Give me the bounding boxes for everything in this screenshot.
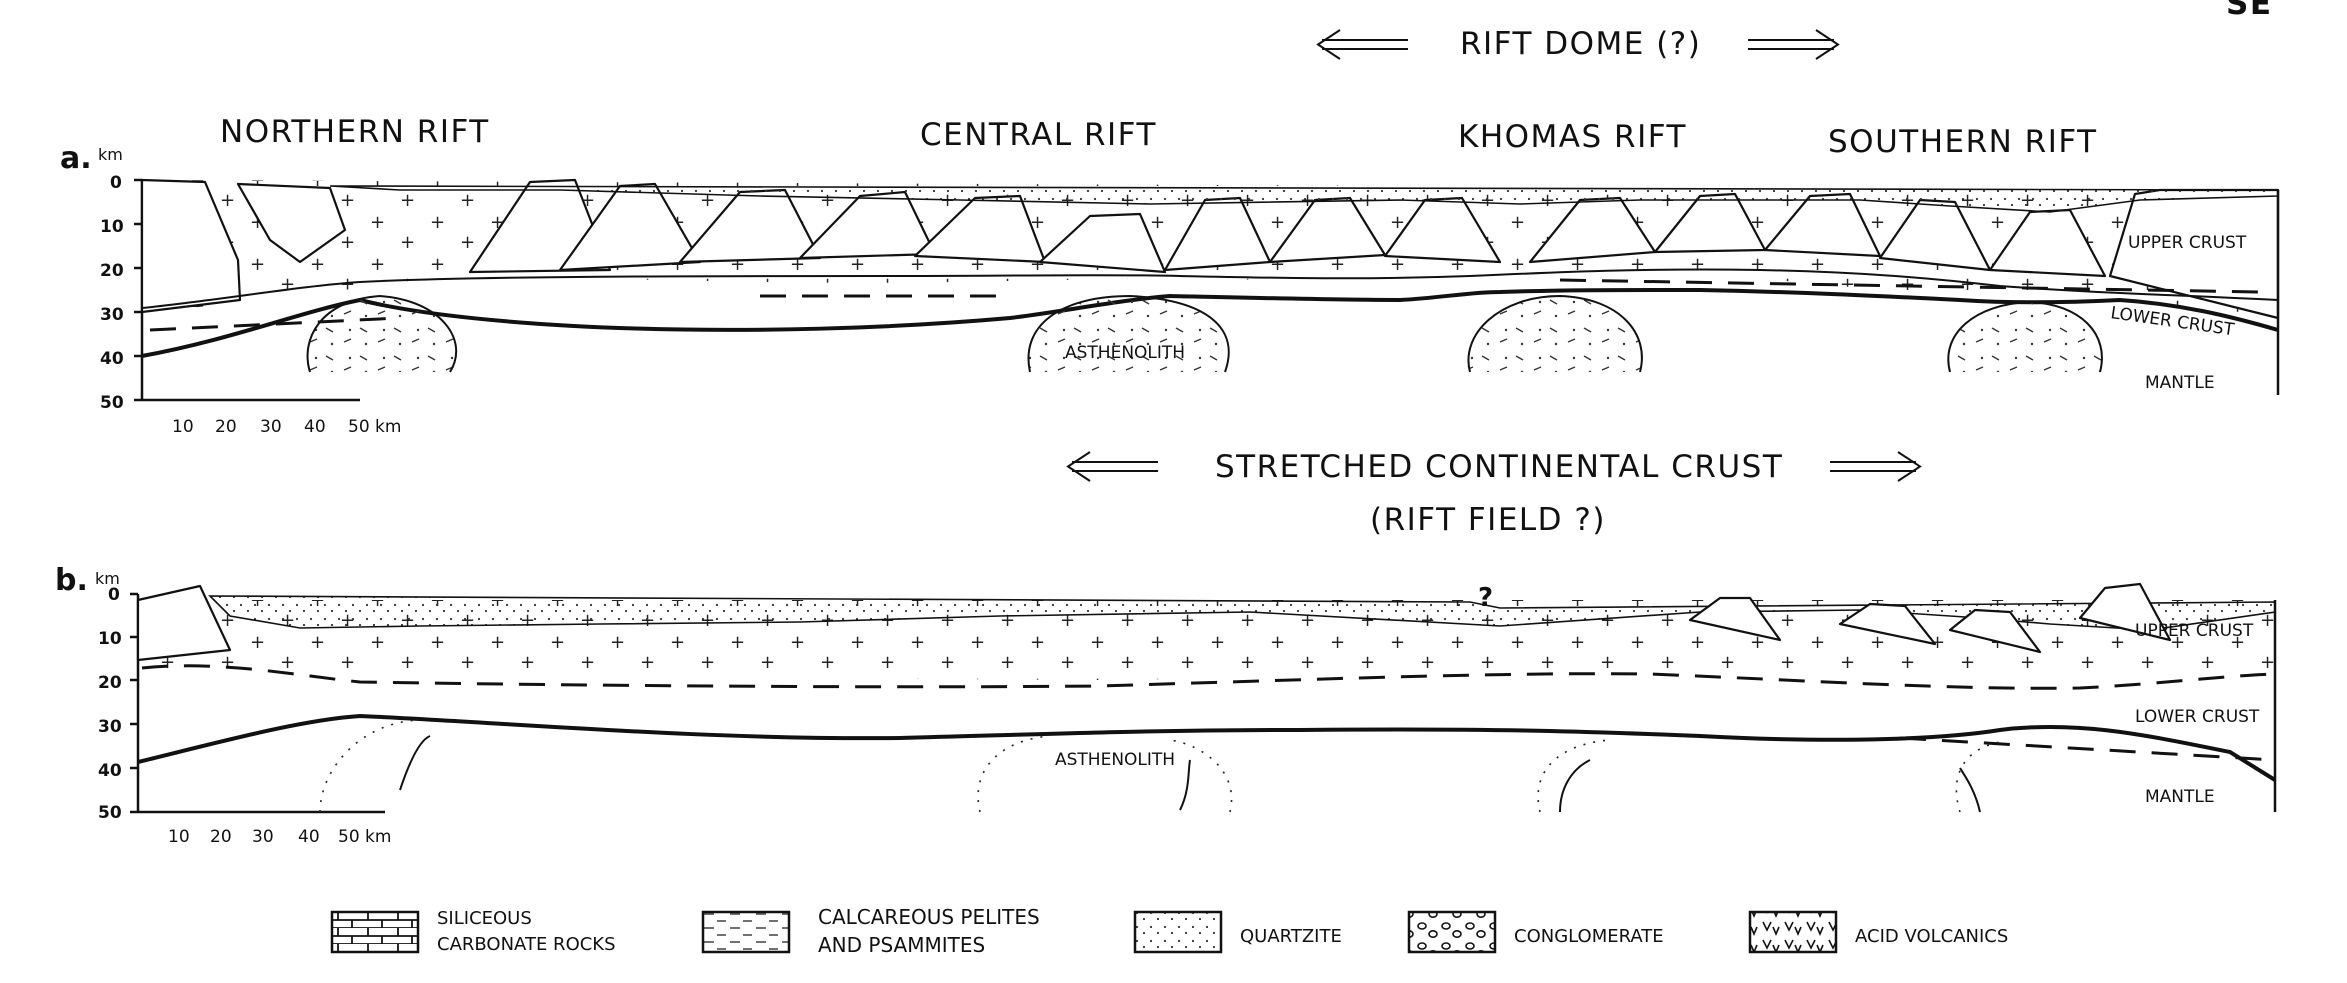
panel-a: NORTHERN RIFT CENTRAL RIFT KHOMAS RIFT S…: [60, 114, 2280, 437]
panel-b-depth-tick-10: 10: [98, 629, 122, 649]
stretched-crust-label: STRETCHED CONTINENTAL CRUST: [1215, 449, 1783, 485]
panel-b-asthenolith-label: ASTHENOLITH: [1055, 750, 1175, 770]
panel-b-depth-tick-30: 30: [98, 717, 122, 737]
panel-a-mantle-label: MANTLE: [2145, 373, 2215, 393]
panel-a-moho: [141, 287, 2279, 358]
panel-b-depth-tick-20: 20: [98, 673, 122, 693]
panel-a-dist-tick-10: 10: [172, 417, 194, 437]
panel-a-asthenolith-3: [1467, 294, 1643, 373]
panel-b-depth-tick-0: 0: [108, 585, 120, 605]
panel-a-sediment-cover: [329, 185, 2279, 213]
panel-b-moho: [137, 713, 2277, 782]
panel-a-depth-tick-10: 10: [100, 217, 124, 237]
rift-title-central: CENTRAL RIFT: [920, 117, 1157, 153]
panel-a-depth-tick-20: 20: [100, 261, 124, 281]
stretched-arrow-right: [1830, 451, 1922, 482]
panel-b: b. km 0 10 20 30 40 50 10 20 30 40 50 km: [55, 563, 2277, 847]
legend-label-line1: CALCAREOUS PELITES: [818, 905, 1040, 929]
panel-a-depth-tick-30: 30: [100, 305, 124, 325]
legend-label-line1: SILICEOUS: [437, 908, 532, 929]
panel-a-dist-tick-40: 40: [304, 417, 326, 437]
panel-a-upper-crust-label: UPPER CRUST: [2128, 233, 2247, 253]
rift-title-southern: SOUTHERN RIFT: [1828, 124, 2098, 160]
panel-a-fault-blocks: [140, 178, 2280, 320]
panel-b-dist-tick-20: 20: [210, 827, 232, 847]
panel-a-asthenolith-label: ASTHENOLITH: [1065, 343, 1185, 363]
panel-a-depth-tick-40: 40: [100, 349, 124, 369]
legend-item-siliceous-carbonate: SILICEOUS CARBONATE ROCKS: [330, 908, 616, 955]
panel-a-depth-tick-0: 0: [110, 173, 122, 193]
legend-swatch-dots: [1133, 910, 1223, 954]
legend: SILICEOUS CARBONATE ROCKS CALCAREOUS PEL…: [330, 905, 2008, 957]
panel-tag-se: SE: [2226, 0, 2273, 22]
rift-title-northern: NORTHERN RIFT: [220, 114, 490, 150]
panel-a-dist-tick-20: 20: [215, 417, 237, 437]
rift-title-khomas: KHOMAS RIFT: [1458, 119, 1687, 155]
panel-a-midcrust-dash-right: [1559, 278, 2261, 294]
legend-swatch-carets: [1748, 910, 1838, 954]
panel-b-upper-lower-boundary: [141, 664, 2276, 690]
legend-item-calcareous-pelites: CALCAREOUS PELITES AND PSAMMITES: [701, 905, 1040, 957]
panel-a-unit: km: [98, 145, 123, 164]
panel-a-asthenolith-2: [1027, 294, 1230, 373]
panel-a-dist-tick-50: 50 km: [348, 417, 401, 437]
panel-b-depth-tick-50: 50: [98, 803, 122, 823]
panel-b-dist-tick-10: 10: [168, 827, 190, 847]
panel-b-dist-tick-40: 40: [298, 827, 320, 847]
panel-b-depth-tick-40: 40: [98, 761, 122, 781]
legend-item-acid-volcanics: ACID VOLCANICS: [1748, 910, 2008, 954]
panel-b-depth-ticks: [130, 592, 138, 814]
panel-b-mantle-dash: [1899, 736, 2276, 762]
stretched-arrow-left: [1066, 451, 1158, 482]
panel-a-dist-tick-30: 30: [260, 417, 282, 437]
panel-b-unit: km: [95, 569, 120, 588]
panel-a-asthenolith-4: [1947, 300, 2103, 373]
legend-label-line1: QUARTZITE: [1240, 926, 1342, 947]
panel-b-letter: b.: [55, 563, 88, 598]
panel-a-depth-tick-50: 50: [100, 393, 124, 413]
panel-b-mantle-label: MANTLE: [2145, 787, 2215, 807]
panel-b-upper-crust-label: UPPER CRUST: [2135, 621, 2254, 641]
rift-dome-arrow-left: [1316, 29, 1408, 60]
rift-field-label: (RIFT FIELD ?): [1370, 502, 1606, 538]
panel-b-dist-tick-30: 30: [252, 827, 274, 847]
panel-b-fault-blocks: [136, 582, 2172, 662]
rift-dome-arrow-right: [1748, 29, 1840, 60]
legend-item-quartzite: QUARTZITE: [1133, 910, 1342, 954]
legend-label-line1: CONGLOMERATE: [1514, 926, 1664, 947]
panel-a-upper-lower-boundary: [141, 268, 2279, 309]
panel-b-asthenolith: [319, 719, 2001, 813]
legend-swatch-dashes: [701, 910, 791, 954]
panel-a-letter: a.: [60, 141, 92, 176]
rift-dome-label: RIFT DOME (?): [1460, 26, 1701, 62]
panel-b-question-mark: ?: [1478, 583, 1493, 613]
legend-item-conglomerate: CONGLOMERATE: [1407, 910, 1664, 954]
legend-label-line2: AND PSAMMITES: [818, 933, 985, 957]
panel-b-dist-tick-50: 50 km: [338, 827, 391, 847]
panel-a-asthenolith-1: [306, 294, 458, 373]
legend-label-line2: CARBONATE ROCKS: [437, 934, 616, 955]
legend-label-line1: ACID VOLCANICS: [1855, 926, 2008, 947]
legend-swatch-bricks: [330, 910, 420, 954]
panel-b-lower-crust-label: LOWER CRUST: [2135, 707, 2260, 727]
legend-swatch-pebbles: [1407, 910, 1497, 954]
panel-a-depth-ticks: [134, 178, 142, 402]
